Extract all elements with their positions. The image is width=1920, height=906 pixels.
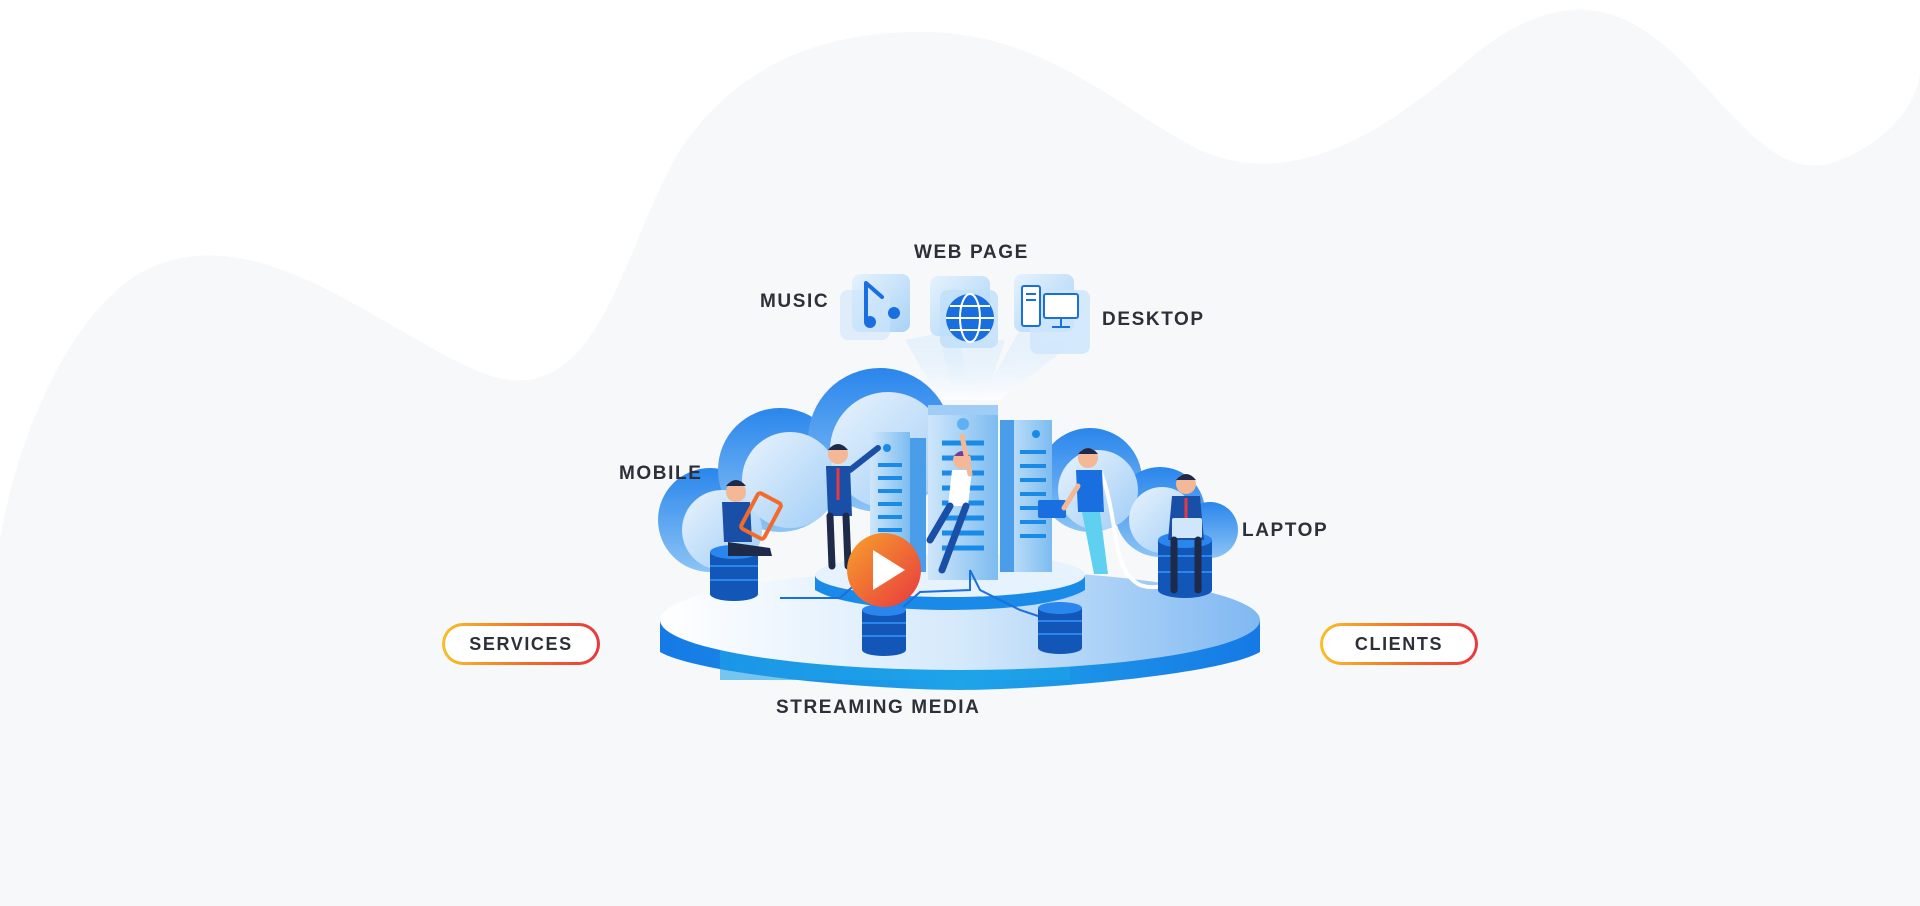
database-stack-front [862,604,906,656]
clients-button-label: CLIENTS [1323,626,1475,662]
mobile-label: MOBILE [619,463,703,484]
person-with-laptop [1168,474,1204,594]
background-wave [0,0,1920,540]
person-with-cable [1038,448,1108,574]
person-standing-server [826,444,881,570]
person-with-tablet [722,480,783,556]
services-button[interactable]: SERVICES [442,623,600,665]
music-label: MUSIC [760,291,830,312]
database-stack-right [1038,602,1082,654]
web-page-label: WEB PAGE [914,242,1029,263]
desktop-label: DESKTOP [1102,309,1205,330]
laptop-label: LAPTOP [1242,520,1329,541]
music-note-icon [840,274,910,340]
globe-icon [930,276,998,348]
clients-button[interactable]: CLIENTS [1320,623,1478,665]
desktop-computer-icon [1014,274,1090,354]
server-rack-right [1000,420,1052,572]
database-stack-laptop [1158,532,1212,598]
streaming-media-label: STREAMING MEDIA [776,697,981,718]
services-button-label: SERVICES [445,626,597,662]
person-climbing-server [926,433,973,574]
play-button-icon [847,533,921,607]
